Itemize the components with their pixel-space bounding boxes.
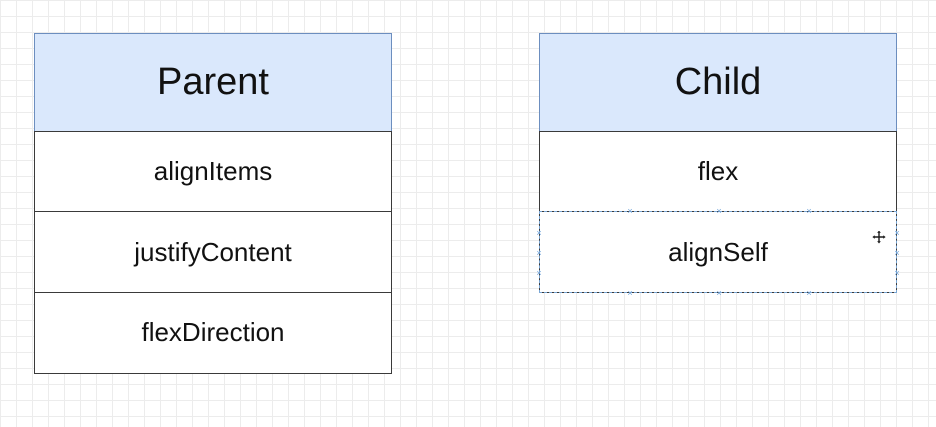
parent-row-align-items[interactable]: alignItems (34, 130, 392, 213)
selection-handle-left-middle[interactable]: × (536, 248, 542, 258)
child-header[interactable]: Child (539, 33, 897, 132)
selection-handle-left-upper[interactable]: × (536, 228, 542, 238)
selection-handle-right-middle[interactable]: × (894, 248, 900, 258)
selection-handle-left-lower[interactable]: × (536, 268, 542, 278)
selection-handle-bottom-right[interactable]: × (806, 288, 812, 298)
child-row-flex[interactable]: flex (539, 130, 897, 213)
parent-header[interactable]: Parent (34, 33, 392, 132)
child-table[interactable]: Child flex alignSelf × × × × × × × × × ×… (536, 33, 900, 298)
selection-handle-right-lower[interactable]: × (894, 268, 900, 278)
move-cursor-icon (872, 230, 886, 244)
parent-table[interactable]: Parent alignItems justifyContent flexDir… (34, 33, 392, 374)
parent-row-justify-content[interactable]: justifyContent (34, 211, 392, 293)
selection-handle-bottom-left[interactable]: × (627, 288, 633, 298)
child-row-align-self-label: alignSelf (668, 236, 768, 267)
selection-handle-right-upper[interactable]: × (894, 228, 900, 238)
child-row-align-self[interactable]: alignSelf × × × × × × × × × × × × (536, 207, 900, 298)
parent-row-flex-direction[interactable]: flexDirection (34, 291, 392, 374)
selection-handle-bottom-center[interactable]: × (716, 288, 722, 298)
